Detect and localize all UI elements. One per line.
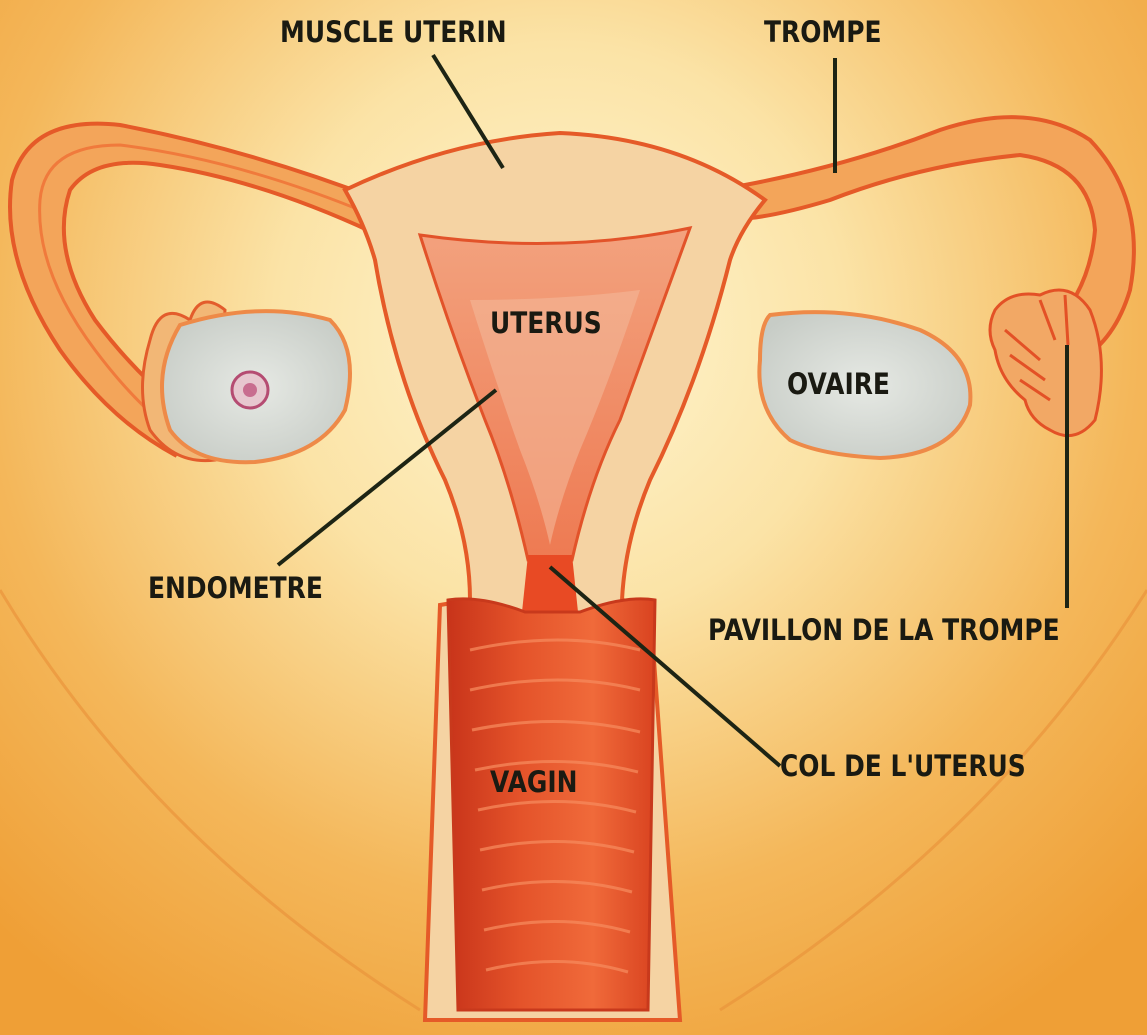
- label-muscle-uterin: MUSCLE UTERIN: [280, 18, 507, 47]
- label-trompe: TROMPE: [764, 18, 882, 47]
- label-uterus: UTERUS: [490, 309, 602, 338]
- label-col-de-l-uterus: COL DE L'UTERUS: [780, 752, 1026, 781]
- vagina: [448, 599, 655, 1010]
- label-vagin: VAGIN: [490, 768, 578, 797]
- ovum-nucleus: [243, 383, 257, 397]
- label-pavillon-de-la-trompe: PAVILLON DE LA TROMPE: [708, 616, 1060, 645]
- label-ovaire: OVAIRE: [787, 370, 890, 399]
- label-endometre: ENDOMETRE: [148, 574, 323, 603]
